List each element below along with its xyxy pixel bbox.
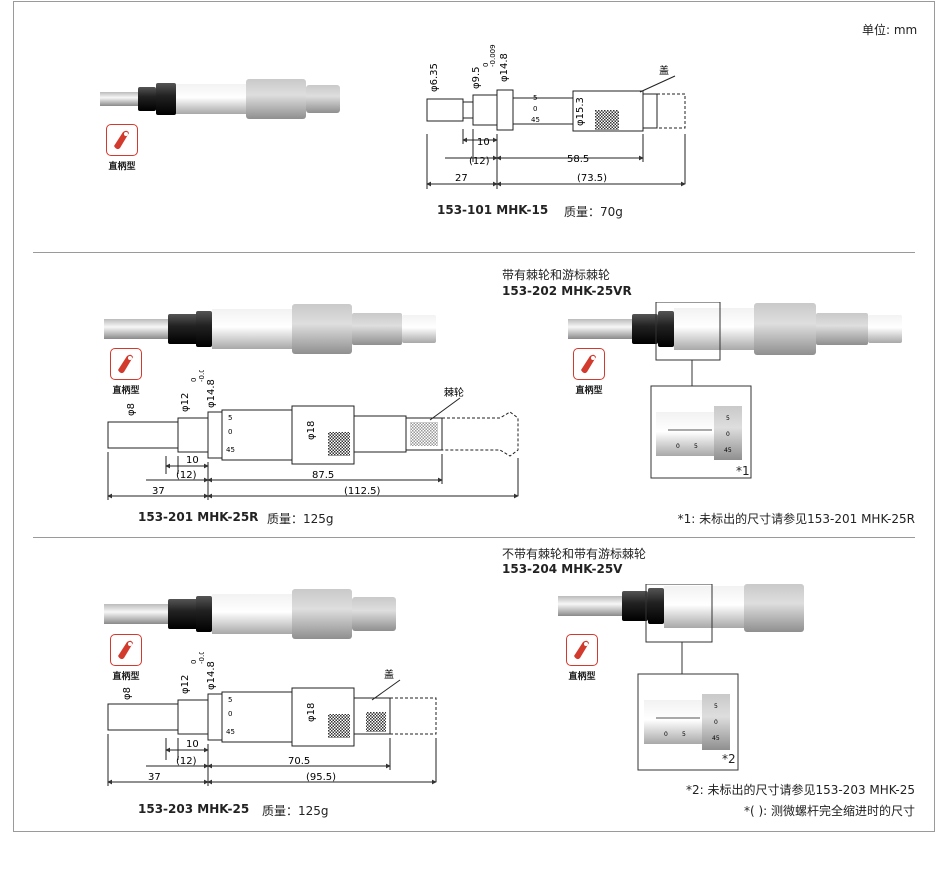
badge-label: 直柄型 [112,386,140,396]
straight-shank-badge-2: 直柄型 [110,348,144,396]
dim-705: 70.5 [288,756,310,767]
scale-45: 45 [531,116,540,124]
model-mhk15: 153-101 MHK-15 [437,203,549,217]
dim-12: (12) [176,470,197,481]
dim-10: 10 [186,455,199,466]
shank-icon [114,130,129,150]
dim-d8: φ8 [122,687,133,700]
dim-735: (73.5) [577,173,607,184]
detail-scale-d: 0 [676,443,680,450]
detail-mark-1: *1 [736,464,750,478]
dim-d12-tol-up: 0 [190,660,198,664]
scale-5: 5 [228,414,232,422]
dim-875: 87.5 [312,470,334,481]
dim-d95: φ9.5 [471,67,482,90]
scale-45: 45 [226,728,235,736]
detail-scale-b: 0 [726,431,730,438]
drawing-mhk25: φ8 φ12 0 -0.01 φ14.8 φ18 5 0 45 盖 10 (12… [107,652,437,786]
scale-0: 0 [228,428,232,436]
scale-0: 0 [228,710,232,718]
dim-10: 10 [477,137,490,148]
dim-d12-tol-up: 0 [190,378,198,382]
dim-37: 37 [148,772,161,783]
dim-37: 37 [152,486,165,497]
detail-mark-2: *2 [722,752,736,766]
dim-d148: φ14.8 [206,379,217,408]
note-2: *2: 未标出的尺寸请参见153-203 MHK-25 [685,783,915,797]
dim-d635: φ6.35 [429,63,440,92]
unit-label: 单位: mm [862,23,918,37]
dim-12: (12) [469,156,490,167]
straight-shank-badge-1: 直柄型 [106,124,140,172]
dim-d12-tol-low: -0.01 [198,370,206,382]
dim-d12: φ12 [180,393,191,412]
section-separator-2 [33,537,915,538]
straight-shank-badge-5: 直柄型 [566,634,600,682]
model-mhk25r: 153-201 MHK-25R [138,510,259,524]
detail-scale-e: 5 [682,731,686,738]
label-cap: 盖 [384,668,394,681]
straight-shank-badge-3: 直柄型 [573,348,607,396]
photo-mhk15 [100,79,340,119]
dim-d18: φ18 [306,421,317,440]
dim-27: 27 [455,173,468,184]
mass-mhk15: 质量：70g [564,205,623,219]
badge-label: 直柄型 [568,672,596,682]
scale-5: 5 [228,696,232,704]
straight-shank-badge-4: 直柄型 [110,634,144,682]
drawing-mhk15: φ6.35 φ9.5 0 -0.009 φ14.8 φ15.3 5 0 45 盖… [426,44,686,189]
detail-scale-e: 5 [694,443,698,450]
detail-scale-a: 5 [714,703,718,710]
section-separator-1 [33,252,915,253]
shank-icon [581,354,596,374]
photo-mhk25v: 5 0 45 0 5 [558,584,804,771]
dim-955: (95.5) [306,772,336,783]
note-1: *1: 未标出的尺寸请参见153-201 MHK-25R [677,512,915,526]
model-mhk25: 153-203 MHK-25 [138,802,250,816]
detail-scale-c: 45 [724,447,732,454]
note-retracted: *( ): 测微螺杆完全缩进时的尺寸 [743,804,915,818]
dim-d148: φ14.8 [499,53,510,82]
variant-model-vr: 153-202 MHK-25VR [502,284,632,298]
badge-label: 直柄型 [575,386,603,396]
dim-d95-tol-up: 0 [482,63,490,67]
dim-d148: φ14.8 [206,661,217,690]
dim-12: (12) [176,756,197,767]
photo-mhk25r [104,304,436,354]
detail-scale-c: 45 [712,735,720,742]
dim-d153: φ15.3 [575,97,586,126]
label-cap: 盖 [659,64,669,77]
dim-10: 10 [186,739,199,750]
variant-title-vr: 带有棘轮和游标棘轮 [502,268,611,282]
label-ratchet: 棘轮 [444,386,464,399]
detail-scale-b: 0 [714,719,718,726]
dim-585: 58.5 [567,154,589,165]
catalog-frame [13,1,935,832]
dim-d95-tol-low: -0.009 [489,44,497,67]
dim-d18: φ18 [306,703,317,722]
badge-label: 直柄型 [112,672,140,682]
variant-model-v: 153-204 MHK-25V [502,562,623,576]
dim-d8: φ8 [126,403,137,416]
mass-mhk25: 质量：125g [262,804,329,818]
variant-title-v: 不带有棘轮和带有游标棘轮 [502,547,647,561]
shank-icon [118,640,133,660]
mass-mhk25r: 质量：125g [267,512,334,526]
scale-5: 5 [533,94,537,102]
photo-mhk25vr: 5 0 45 0 5 [568,302,902,479]
dim-d12: φ12 [180,675,191,694]
dim-1125: (112.5) [344,486,381,497]
drawing-mhk25r: φ8 φ12 0 -0.01 φ14.8 φ18 5 0 45 棘轮 10 (1… [107,370,519,500]
detail-scale-a: 5 [726,415,730,422]
dim-d12-tol-low: -0.01 [198,652,206,664]
photo-mhk25 [104,589,396,639]
scale-0: 0 [533,105,537,113]
badge-label: 直柄型 [108,162,136,172]
shank-icon [118,354,133,374]
scale-45: 45 [226,446,235,454]
detail-scale-d: 0 [664,731,668,738]
shank-icon [574,640,589,660]
